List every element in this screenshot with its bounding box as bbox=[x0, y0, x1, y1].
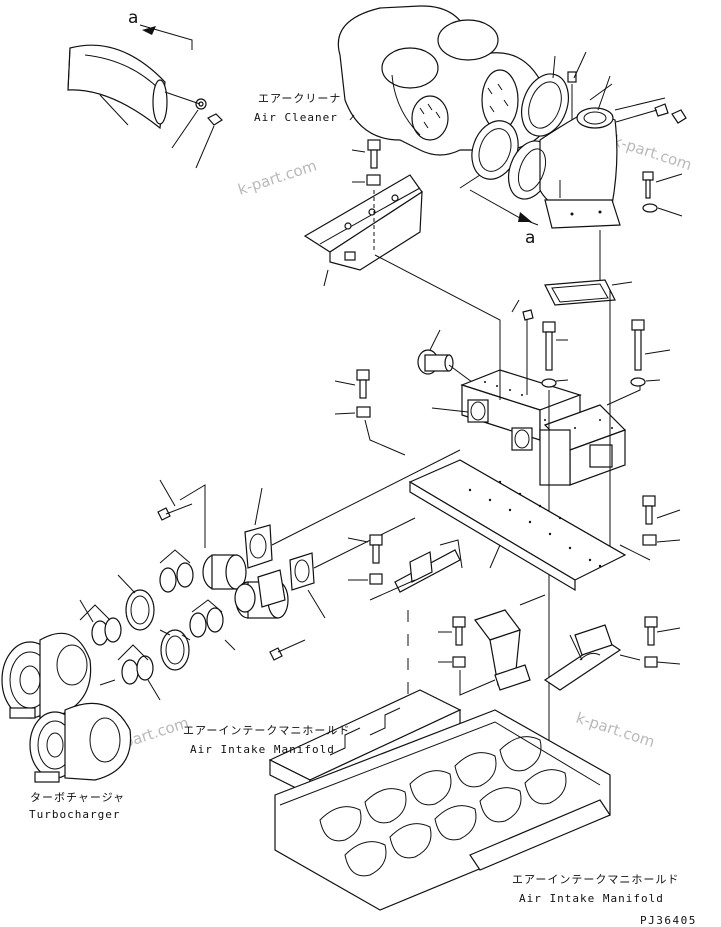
bolt-bracket-upper bbox=[351, 139, 381, 250]
svg-text:a: a bbox=[128, 8, 138, 28]
pipe-connector bbox=[234, 569, 286, 613]
watermark-1: k-part.com bbox=[236, 156, 319, 198]
gasket-square-mid bbox=[289, 517, 416, 619]
bolt-lower-center bbox=[438, 616, 496, 696]
bolt-center-small bbox=[347, 534, 409, 720]
watermark-2: k-part.com bbox=[611, 132, 694, 174]
bolt-block-right bbox=[609, 290, 671, 560]
elbow-pipe bbox=[507, 75, 666, 229]
upper-bracket bbox=[303, 174, 423, 287]
bolt-lower-far-right bbox=[644, 616, 681, 668]
label-manifold-upper-jp: エアーインテークマニホールド bbox=[183, 724, 350, 737]
lower-bracket-plate bbox=[408, 459, 651, 592]
bolt-block-far-left bbox=[334, 369, 406, 456]
gasket-square-left bbox=[244, 449, 461, 569]
washer-nut-elbow bbox=[615, 103, 687, 124]
gasket-round-right bbox=[521, 55, 569, 137]
engine-block bbox=[274, 709, 611, 911]
rain-cap bbox=[67, 44, 223, 169]
label-manifold-upper-en: Air Intake Manifold bbox=[190, 743, 335, 756]
bolt-lower-right bbox=[642, 495, 681, 546]
bolt-block-left bbox=[511, 299, 534, 395]
turbocharger-lower bbox=[29, 702, 132, 783]
bolt-elbow-top bbox=[567, 51, 587, 120]
bolt-hose-lower bbox=[269, 639, 306, 661]
view-marker-a-mid: a bbox=[469, 189, 539, 248]
watermark-4: k-part.com bbox=[574, 709, 657, 751]
bracket-center-small bbox=[369, 539, 463, 601]
label-manifold-lower-jp: エアーインテークマニホールド bbox=[512, 873, 679, 886]
label-manifold-lower-en: Air Intake Manifold bbox=[519, 892, 664, 905]
air-cleaner-assembly bbox=[337, 5, 546, 156]
label-turbocharger-en: Turbocharger bbox=[29, 808, 120, 821]
label-air-cleaner-jp: エアークリーナ bbox=[258, 92, 341, 105]
bolt-elbow-right bbox=[642, 171, 683, 217]
label-turbocharger-jp: ターボチャージャ bbox=[30, 791, 125, 804]
sensor bbox=[417, 329, 477, 386]
bolt-hose-upper bbox=[157, 479, 193, 521]
bracket-lower-center bbox=[474, 594, 546, 691]
label-air-cleaner-en: Air Cleaner bbox=[254, 111, 338, 124]
gasket-square bbox=[544, 279, 633, 306]
bracket-lower-right bbox=[543, 624, 641, 691]
drawing-code: PJ36405 bbox=[640, 914, 697, 927]
connector-block bbox=[431, 369, 641, 486]
view-marker-a-top: a bbox=[128, 8, 193, 50]
svg-text:a: a bbox=[525, 228, 535, 248]
